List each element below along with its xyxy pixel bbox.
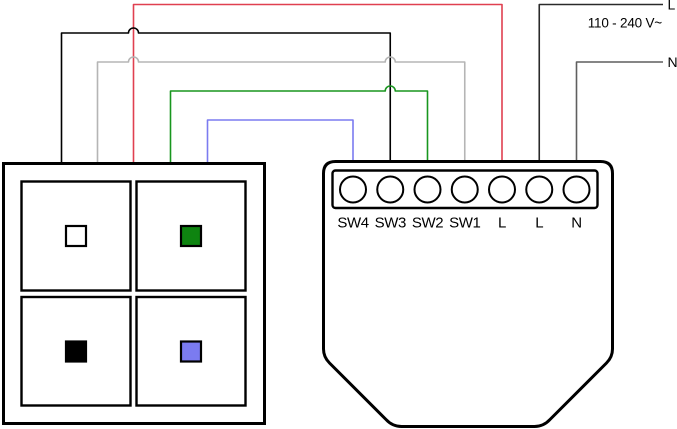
smart-relay: SW4 SW3 SW2 SW1 L L N <box>322 160 614 428</box>
wire-neutral-feed <box>575 61 663 162</box>
switch-indicator-bottom-left <box>64 340 88 363</box>
terminal-label-n: N <box>571 215 581 232</box>
switch-indicator-bottom-right <box>179 340 203 363</box>
terminal-label-sw1: SW1 <box>449 215 480 232</box>
neutral-label: N <box>668 54 677 70</box>
terminal-label-sw2: SW2 <box>412 215 443 232</box>
relay-body <box>322 160 614 428</box>
wire-sw3-black <box>60 27 392 164</box>
terminal-label-l-switched: L <box>498 215 506 232</box>
terminal-label-l-line: L <box>535 215 543 232</box>
wall-switch-panel <box>2 162 266 425</box>
terminal-screw-sw1[interactable] <box>450 175 479 204</box>
wire-live-to-switch <box>132 3 503 164</box>
switch-indicator-top-left <box>64 224 88 248</box>
terminal-label-sw4: SW4 <box>337 215 368 232</box>
terminal-label-sw3: SW3 <box>375 215 406 232</box>
wire-sw4-blue <box>206 119 354 164</box>
line-label: L <box>668 0 676 13</box>
terminal-screw-l-line[interactable] <box>525 175 554 204</box>
mains-labels: L 110 - 240 V~ N <box>588 0 677 70</box>
terminal-screw-sw2[interactable] <box>413 175 442 204</box>
terminal-screw-sw4[interactable] <box>339 175 367 204</box>
wires <box>60 3 663 164</box>
voltage-label: 110 - 240 V~ <box>588 16 663 31</box>
terminal-screw-n[interactable] <box>562 175 591 204</box>
wire-sw2-green <box>169 85 429 164</box>
terminal-screw-sw3[interactable] <box>376 175 405 204</box>
terminal-screw-l-switched[interactable] <box>488 175 516 204</box>
switch-indicator-top-right <box>179 224 203 248</box>
wire-line-feed <box>538 3 663 162</box>
wire-sw1-gray <box>96 56 466 164</box>
